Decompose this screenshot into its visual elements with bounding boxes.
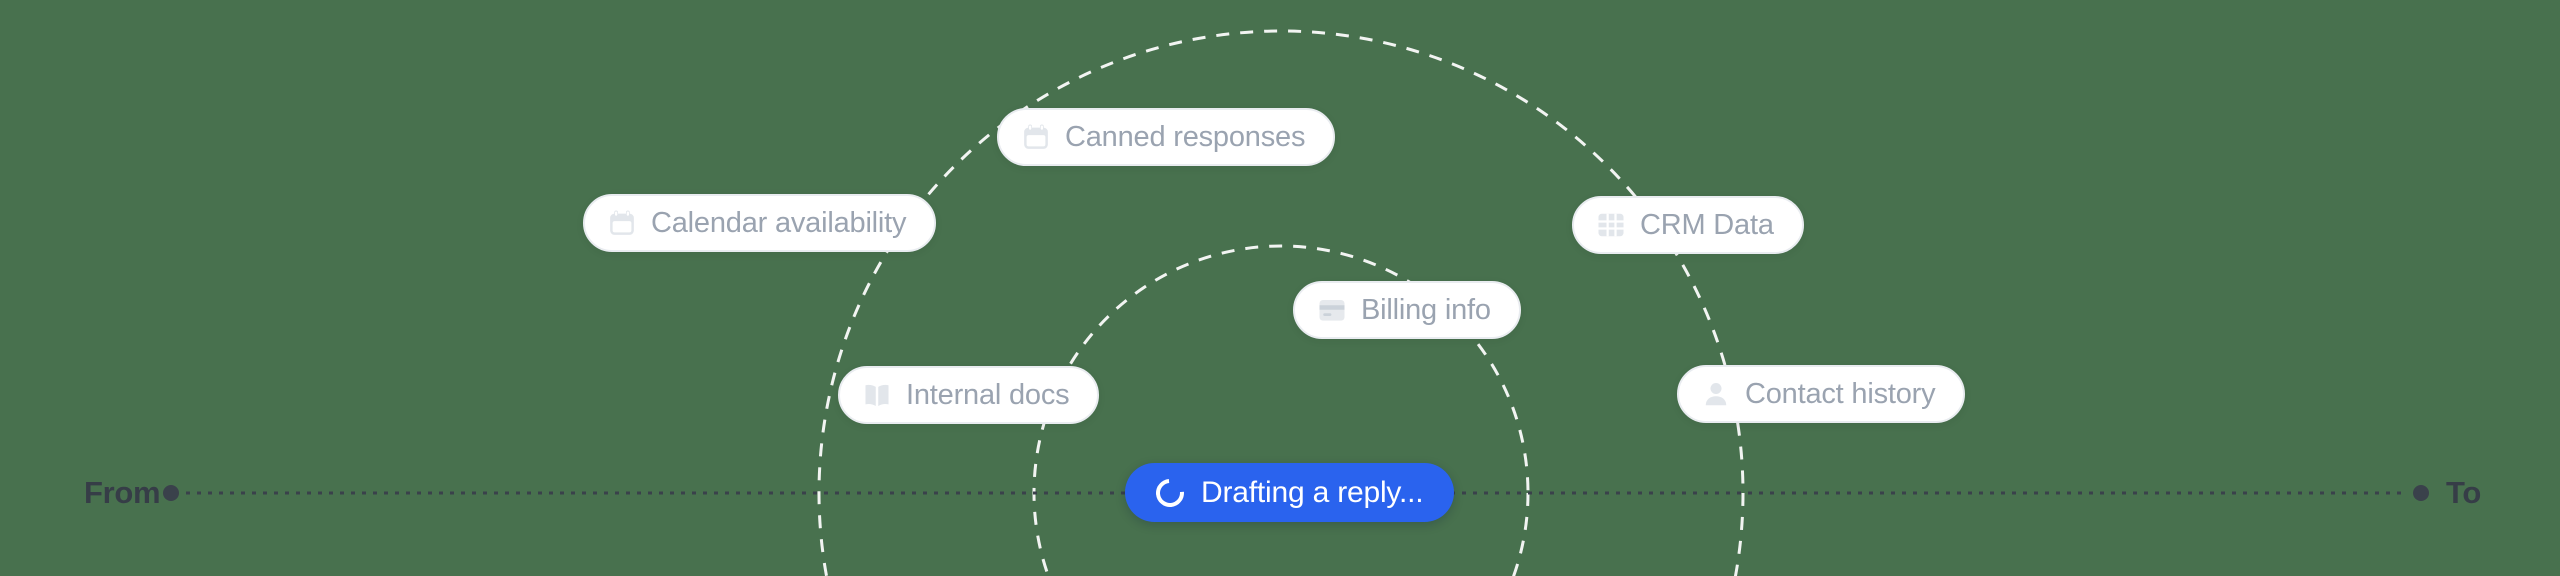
context-pill-canned-responses[interactable]: Canned responses: [997, 108, 1336, 166]
outer-orbit-dashed-circle: [817, 29, 1745, 576]
pill-label: CRM Data: [1640, 208, 1774, 241]
context-pill-contact-history[interactable]: Contact history: [1677, 365, 1966, 423]
drafting-reply-label: Drafting a reply...: [1201, 475, 1424, 509]
loading-spinner-icon: [1150, 472, 1190, 513]
timeline-start-dot: [163, 485, 179, 501]
open-book-icon: [865, 384, 889, 406]
context-pill-calendar-availability[interactable]: Calendar availability: [583, 194, 937, 252]
pill-label: Internal docs: [906, 378, 1070, 411]
canned-responses-icon: [1024, 124, 1048, 149]
timeline-end-dot: [2413, 485, 2429, 501]
person-icon: [1705, 383, 1727, 406]
context-pill-crm-data[interactable]: CRM Data: [1572, 196, 1804, 254]
credit-card-icon: [1319, 300, 1345, 321]
pill-label: Billing info: [1361, 293, 1491, 326]
to-label: To: [2446, 475, 2481, 510]
context-pill-billing-info[interactable]: Billing info: [1293, 281, 1521, 339]
drafting-reply-button[interactable]: Drafting a reply...: [1125, 463, 1455, 522]
pill-label: Contact history: [1745, 377, 1936, 410]
table-grid-icon: [1598, 213, 1624, 237]
pill-label: Canned responses: [1065, 120, 1306, 153]
calendar-icon: [610, 210, 634, 235]
pill-label: Calendar availability: [651, 206, 907, 239]
from-label: From: [84, 475, 161, 510]
context-pill-internal-docs[interactable]: Internal docs: [838, 366, 1100, 424]
